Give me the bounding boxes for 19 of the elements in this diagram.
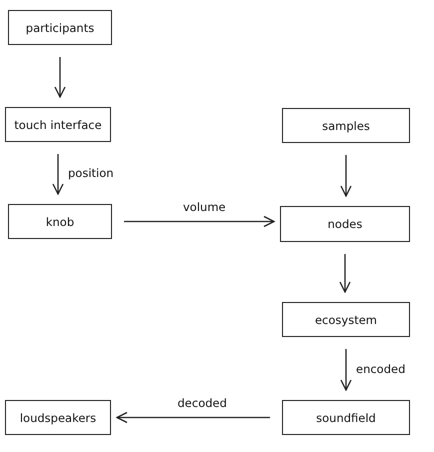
process-box: participants <box>8 10 112 45</box>
arrow <box>52 154 64 195</box>
process-box: ecosystem <box>282 302 410 337</box>
arrow <box>54 57 66 98</box>
edge-label: decoded <box>176 396 229 410</box>
arrow <box>124 216 275 228</box>
arrow <box>340 349 352 391</box>
arrow <box>339 254 351 293</box>
process-box: samples <box>282 108 410 143</box>
edge-label: volume <box>181 200 228 214</box>
process-box: soundfield <box>282 400 410 435</box>
process-box: loudspeakers <box>5 400 111 435</box>
process-box: nodes <box>280 206 410 242</box>
edge-label: encoded <box>354 362 408 376</box>
edge-label: position <box>66 166 116 180</box>
process-box: touch interface <box>5 107 111 142</box>
arrow <box>116 412 270 424</box>
arrow <box>340 155 352 197</box>
process-box: knob <box>8 204 112 239</box>
